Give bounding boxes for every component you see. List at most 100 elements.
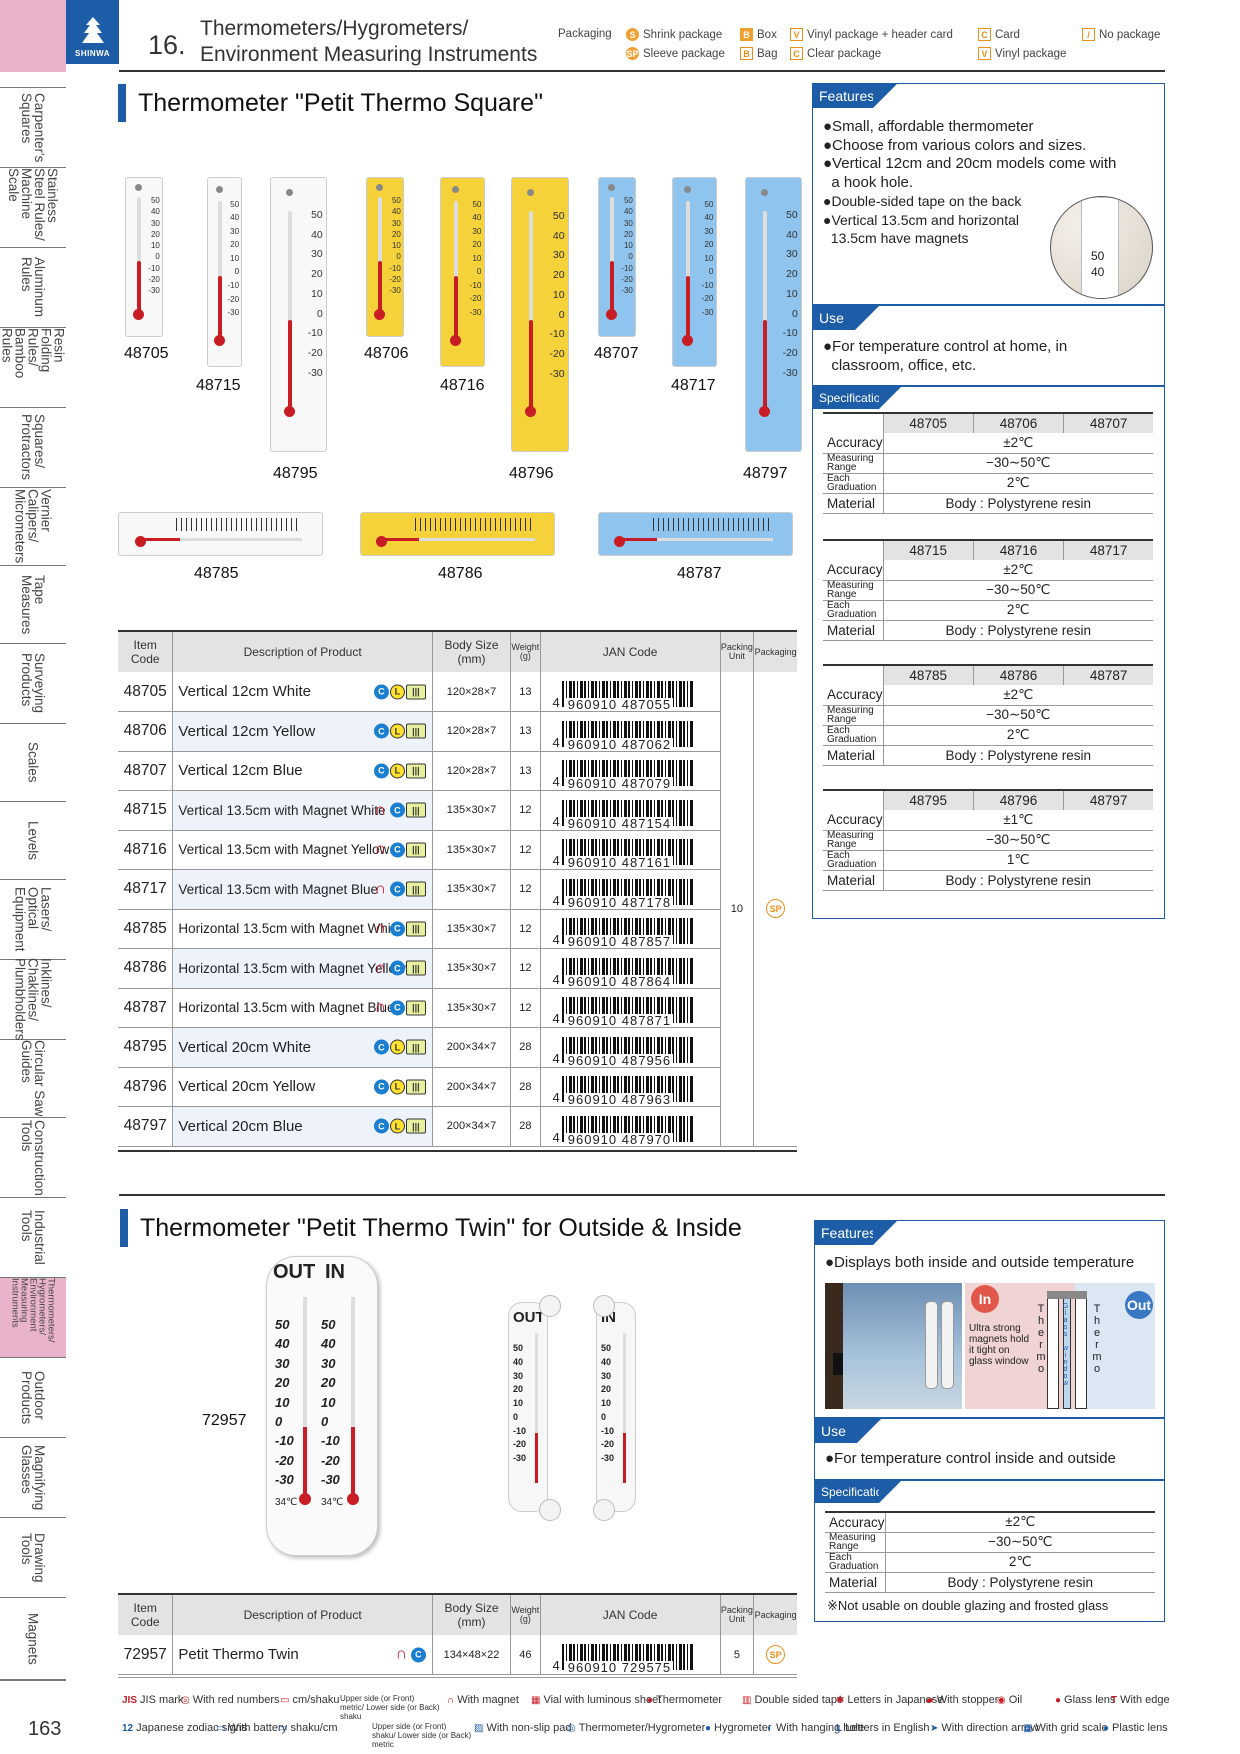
hanging-hole-icon: L — [389, 684, 405, 699]
side-divider — [0, 1680, 66, 1681]
magnet-icon: ∩ — [374, 959, 387, 977]
thermometer-image — [118, 512, 323, 556]
packaging-icon: C — [978, 28, 991, 41]
thermometer-icon: C — [389, 960, 405, 976]
packaging-label: Packaging — [558, 28, 612, 40]
side-tab[interactable]: Construction Tools — [0, 1118, 66, 1198]
header-divider — [119, 70, 1165, 72]
legend-item: ▭cm/shaku — [280, 1694, 340, 1706]
feature-icons: ∩C — [393, 1646, 426, 1663]
side-tab[interactable]: Magnets — [0, 1598, 66, 1680]
side-tab[interactable]: Thermometers/ Hygrometers/ Environment M… — [0, 1278, 66, 1358]
barcode: 960910 487857 — [561, 916, 694, 948]
legend-icon: 12 — [122, 1722, 134, 1734]
side-tab[interactable]: Carpenter's Squares — [0, 88, 66, 168]
use-tag: Use — [815, 1419, 881, 1443]
feature-line: 13.5cm have magnets — [823, 230, 969, 246]
packaging-icon: S — [626, 28, 639, 41]
side-tab[interactable]: Industrial Tools — [0, 1198, 66, 1278]
side-tab[interactable]: Circular Saw Guides — [0, 1040, 66, 1118]
side-tab[interactable]: Magnifying Glasses — [0, 1438, 66, 1518]
legend-item: ▦Vial with luminous sheet — [531, 1694, 662, 1706]
side-tab[interactable]: Surveying Products — [0, 644, 66, 724]
barcode: 960910 487864 — [561, 956, 694, 988]
hanging-hole-icon: L — [389, 1118, 405, 1134]
side-tab[interactable]: Scales — [0, 724, 66, 802]
shinwa-logo-icon — [81, 17, 104, 43]
side-tab[interactable]: Levels — [0, 802, 66, 880]
chapter-number: 16. — [148, 30, 186, 60]
thermometer-icon: C — [373, 723, 389, 739]
page-number: 163 — [28, 1718, 62, 1740]
barcode: 960910 487079 — [561, 758, 694, 790]
legend-icon: ▭ — [280, 1694, 290, 1706]
side-tab[interactable]: Tape Measures — [0, 566, 66, 644]
packaging-icon: / — [1082, 28, 1095, 41]
legend-icon: ● — [647, 1694, 654, 1706]
side-tab[interactable]: Outdoor Products — [0, 1358, 66, 1438]
panel-divider — [813, 304, 1164, 306]
side-tab[interactable]: Aluminum Rules — [0, 248, 66, 328]
section-divider — [119, 1194, 1165, 1196]
legend-item: ✱Letters in Japanese — [836, 1694, 944, 1706]
side-tab[interactable]: Squares/ Protractors — [0, 408, 66, 488]
barcode: 960910 487178 — [561, 877, 694, 909]
thermometer-icon: C — [373, 684, 389, 699]
product-code-label: 48795 — [273, 465, 318, 482]
product-code-label: 48787 — [677, 565, 722, 582]
feature-icons: ∩C||| — [372, 999, 426, 1016]
thermometer-icon: C — [389, 921, 405, 937]
legend-icon: ◎ — [181, 1694, 190, 1706]
side-tab[interactable]: Drawing Tools — [0, 1518, 66, 1598]
side-tab[interactable]: Vernier Calipers/ Micrometers — [0, 488, 66, 566]
thermometer-icon: C — [410, 1647, 426, 1662]
legend-item: Upper side (or Front) metric/ Lower side… — [340, 1694, 440, 1721]
side-tab[interactable]: Lasers/ Optical Equipment — [0, 880, 66, 960]
product-code-label: 48797 — [743, 465, 788, 482]
barcode: 960910 487161 — [561, 837, 694, 869]
brand-name: SHINWA — [75, 49, 110, 58]
product-code-label: 48705 — [124, 345, 169, 362]
legend-icon: ✱ — [836, 1694, 845, 1706]
legend-item: ◐With hanging hole — [767, 1722, 865, 1734]
feature-icons: ∩C||| — [372, 801, 426, 818]
barcode: 960910 487956 — [561, 1035, 694, 1067]
magnet-diagram: In Out Ultra strong magnets hold it tigh… — [965, 1283, 1155, 1409]
use-tag: Use — [813, 306, 879, 330]
double-sided-tape-icon: ||| — [405, 802, 426, 818]
side-tab[interactable]: Resin Folding Rules/ Bamboo Rules — [0, 328, 67, 408]
barcode: 960910 487970 — [561, 1114, 694, 1146]
product-code-label: 48706 — [364, 345, 409, 362]
barcode: 960910 487963 — [561, 1074, 694, 1106]
side-tab[interactable]: Stainless Steel Rules/ Machine Scale — [0, 168, 66, 248]
side-tab[interactable]: Inklines/ Chaklines/ Plumbholders — [0, 958, 66, 1041]
legend-icon: ➤ — [930, 1722, 939, 1734]
product-code-label: 48796 — [509, 465, 554, 482]
section1-title: Thermometer "Petit Thermo Square" — [118, 84, 543, 122]
legend-icon: ● — [1055, 1694, 1062, 1706]
features-tag: Features — [815, 1221, 897, 1245]
barcode: 960910 487055 — [561, 679, 694, 711]
